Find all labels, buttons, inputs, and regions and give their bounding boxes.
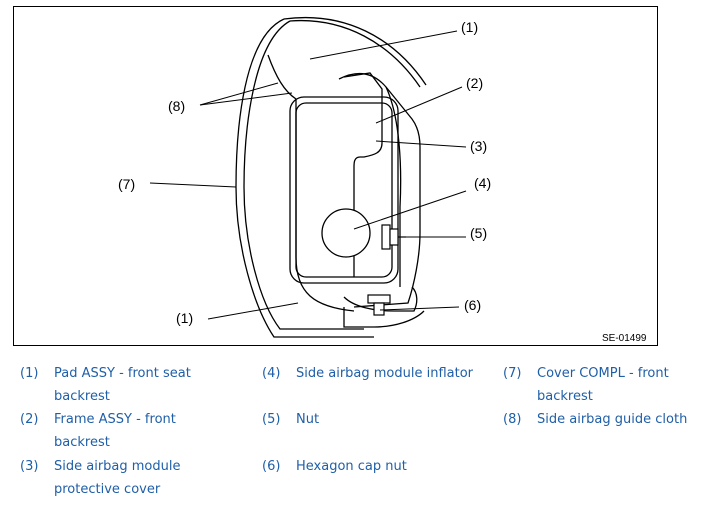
leader-2 (375, 86, 463, 124)
callout-1-top: (1) (461, 19, 478, 35)
legend-text: Side airbag module inflator (296, 366, 474, 381)
legend-text: Nut (296, 412, 320, 427)
legend-num: (8) (503, 412, 522, 427)
callout-5: (5) (470, 225, 487, 241)
leader-1-top (309, 30, 458, 60)
legend-text: Hexagon cap nut (296, 459, 407, 474)
legend-num: (7) (503, 366, 522, 381)
figure-code: SE-01499 (602, 333, 647, 344)
legend-num: (2) (20, 412, 39, 427)
pad-top-inner (289, 19, 421, 88)
pad-inner-contour (267, 54, 355, 312)
airbag-diagram: (1) (2) (3) (4) (5) (6) (7) (8) (1) SE-0… (118, 16, 647, 344)
callout-6: (6) (464, 297, 481, 313)
frame-outline (338, 72, 421, 308)
airbag-diagram-frame: (1) (2) (3) (4) (5) (6) (7) (8) (1) SE-0… (13, 6, 658, 346)
legend-num: (6) (262, 459, 281, 474)
cover-outline-inner (243, 20, 364, 330)
callout-1-bottom: (1) (176, 310, 193, 326)
nut-5 (381, 224, 406, 250)
hex-cap-nut (367, 294, 391, 316)
module-housing (343, 72, 383, 277)
side-wall (385, 86, 402, 287)
callout-3: (3) (470, 138, 487, 154)
callout-7: (7) (118, 176, 135, 192)
leader-3 (375, 140, 467, 148)
legend-num: (4) (262, 366, 281, 381)
cover-outline-outer (235, 18, 374, 338)
legend-num: (5) (262, 412, 281, 427)
lower-bracket (343, 286, 418, 312)
callout-8: (8) (168, 98, 185, 114)
inflator-circle (321, 208, 371, 258)
legend-text: Side airbag guide cloth (537, 412, 688, 427)
leader-1-bottom (207, 302, 299, 320)
protective-cover-inner (295, 102, 393, 278)
protective-cover-outer (289, 96, 399, 284)
callout-4: (4) (474, 175, 491, 191)
legend-num: (3) (20, 459, 39, 474)
leader-8a (199, 82, 279, 106)
pad-top-outer (283, 16, 427, 86)
lower-housing (343, 307, 425, 328)
legend-num: (1) (20, 366, 39, 381)
leader-8b (199, 92, 293, 106)
callout-2: (2) (466, 75, 483, 91)
leader-4 (353, 190, 467, 230)
leader-6 (379, 306, 460, 311)
leader-7 (149, 182, 237, 188)
